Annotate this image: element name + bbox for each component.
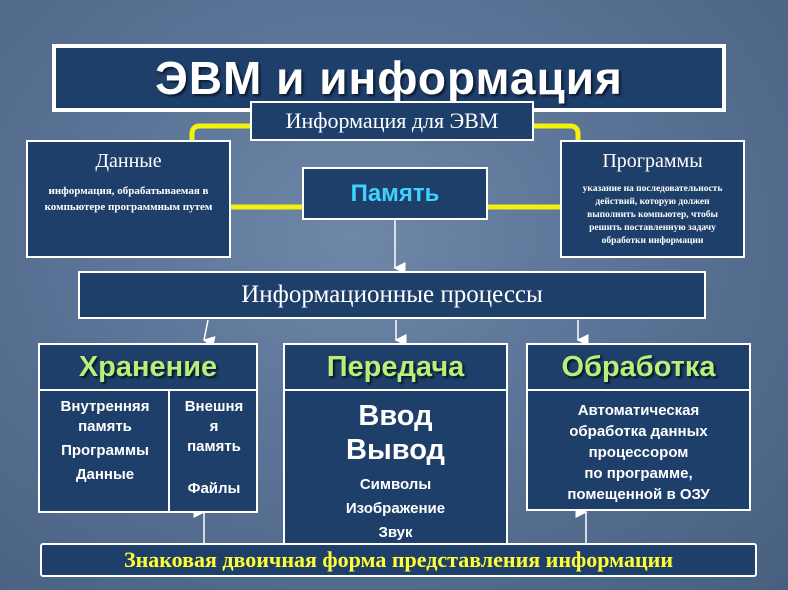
transfer-items: Символы Изображение Звук bbox=[285, 473, 506, 545]
programs-box-description: указание на последовательность действий,… bbox=[582, 184, 723, 246]
transfer-body: Ввод Вывод Символы Изображение Звук bbox=[283, 389, 508, 549]
storage-external-line: Файлы bbox=[187, 480, 241, 497]
processing-title: Обработка bbox=[561, 350, 716, 383]
transfer-header: Передача bbox=[283, 343, 508, 391]
memory-box: Память bbox=[302, 167, 488, 220]
data-box-description: информация, обрабатываемая в компьютере … bbox=[44, 185, 213, 213]
arrow-to-storage bbox=[202, 319, 216, 348]
storage-external-line: память bbox=[187, 438, 241, 455]
binary-form-label: Знаковая двоичная форма представления ин… bbox=[123, 547, 674, 572]
storage-internal-line: Программы bbox=[61, 442, 149, 459]
transfer-item: Символы bbox=[359, 476, 432, 493]
yellow-connector-right bbox=[534, 123, 581, 140]
processes-box: Информационные процессы bbox=[78, 271, 706, 319]
transfer-big-line: Ввод bbox=[358, 400, 433, 432]
processing-text: Автоматическая обработка данных процессо… bbox=[528, 400, 749, 505]
processing-line: процессором bbox=[588, 444, 689, 461]
transfer-big: Ввод Вывод bbox=[285, 399, 506, 467]
binary-form-bar: Знаковая двоичная форма представления ин… bbox=[40, 543, 757, 577]
programs-box-title: Программы bbox=[602, 150, 703, 172]
data-box: Данные информация, обрабатываемая в комп… bbox=[26, 140, 231, 258]
storage-header: Хранение bbox=[38, 343, 258, 391]
processing-header: Обработка bbox=[526, 343, 751, 391]
memory-label: Память bbox=[350, 179, 440, 207]
storage-internal-line: Внутренняя bbox=[60, 398, 150, 415]
processing-line: Автоматическая bbox=[577, 402, 700, 419]
programs-box: Программы указание на последовательность… bbox=[560, 140, 745, 258]
transfer-title: Передача bbox=[326, 350, 465, 383]
processing-line: обработка данных bbox=[569, 423, 708, 440]
storage-external: Внешня я память Файлы bbox=[172, 397, 256, 499]
storage-external-line: я bbox=[209, 418, 219, 435]
transfer-big-line: Вывод bbox=[346, 434, 445, 466]
storage-internal-line: Данные bbox=[75, 466, 135, 483]
data-box-title: Данные bbox=[95, 150, 162, 172]
processing-line: по программе, bbox=[584, 465, 693, 482]
yellow-connector-left bbox=[189, 123, 250, 140]
storage-body: Внутренняя память Программы Данные Внешн… bbox=[38, 389, 258, 513]
storage-title: Хранение bbox=[78, 350, 218, 383]
page-title: ЭВМ и информация bbox=[155, 52, 623, 104]
storage-internal-line: память bbox=[78, 418, 132, 435]
processes-label: Информационные процессы bbox=[241, 281, 543, 308]
storage-divider bbox=[168, 391, 170, 511]
processing-body: Автоматическая обработка данных процессо… bbox=[526, 389, 751, 511]
processing-line: помещенной в ОЗУ bbox=[567, 486, 710, 503]
subtitle-box: Информация для ЭВМ bbox=[250, 101, 534, 141]
transfer-item: Изображение bbox=[345, 500, 446, 517]
storage-internal: Внутренняя память Программы Данные bbox=[44, 397, 166, 485]
subtitle-text: Информация для ЭВМ bbox=[285, 108, 499, 133]
storage-external-line: Внешня bbox=[184, 398, 244, 415]
transfer-item: Звук bbox=[378, 524, 413, 541]
